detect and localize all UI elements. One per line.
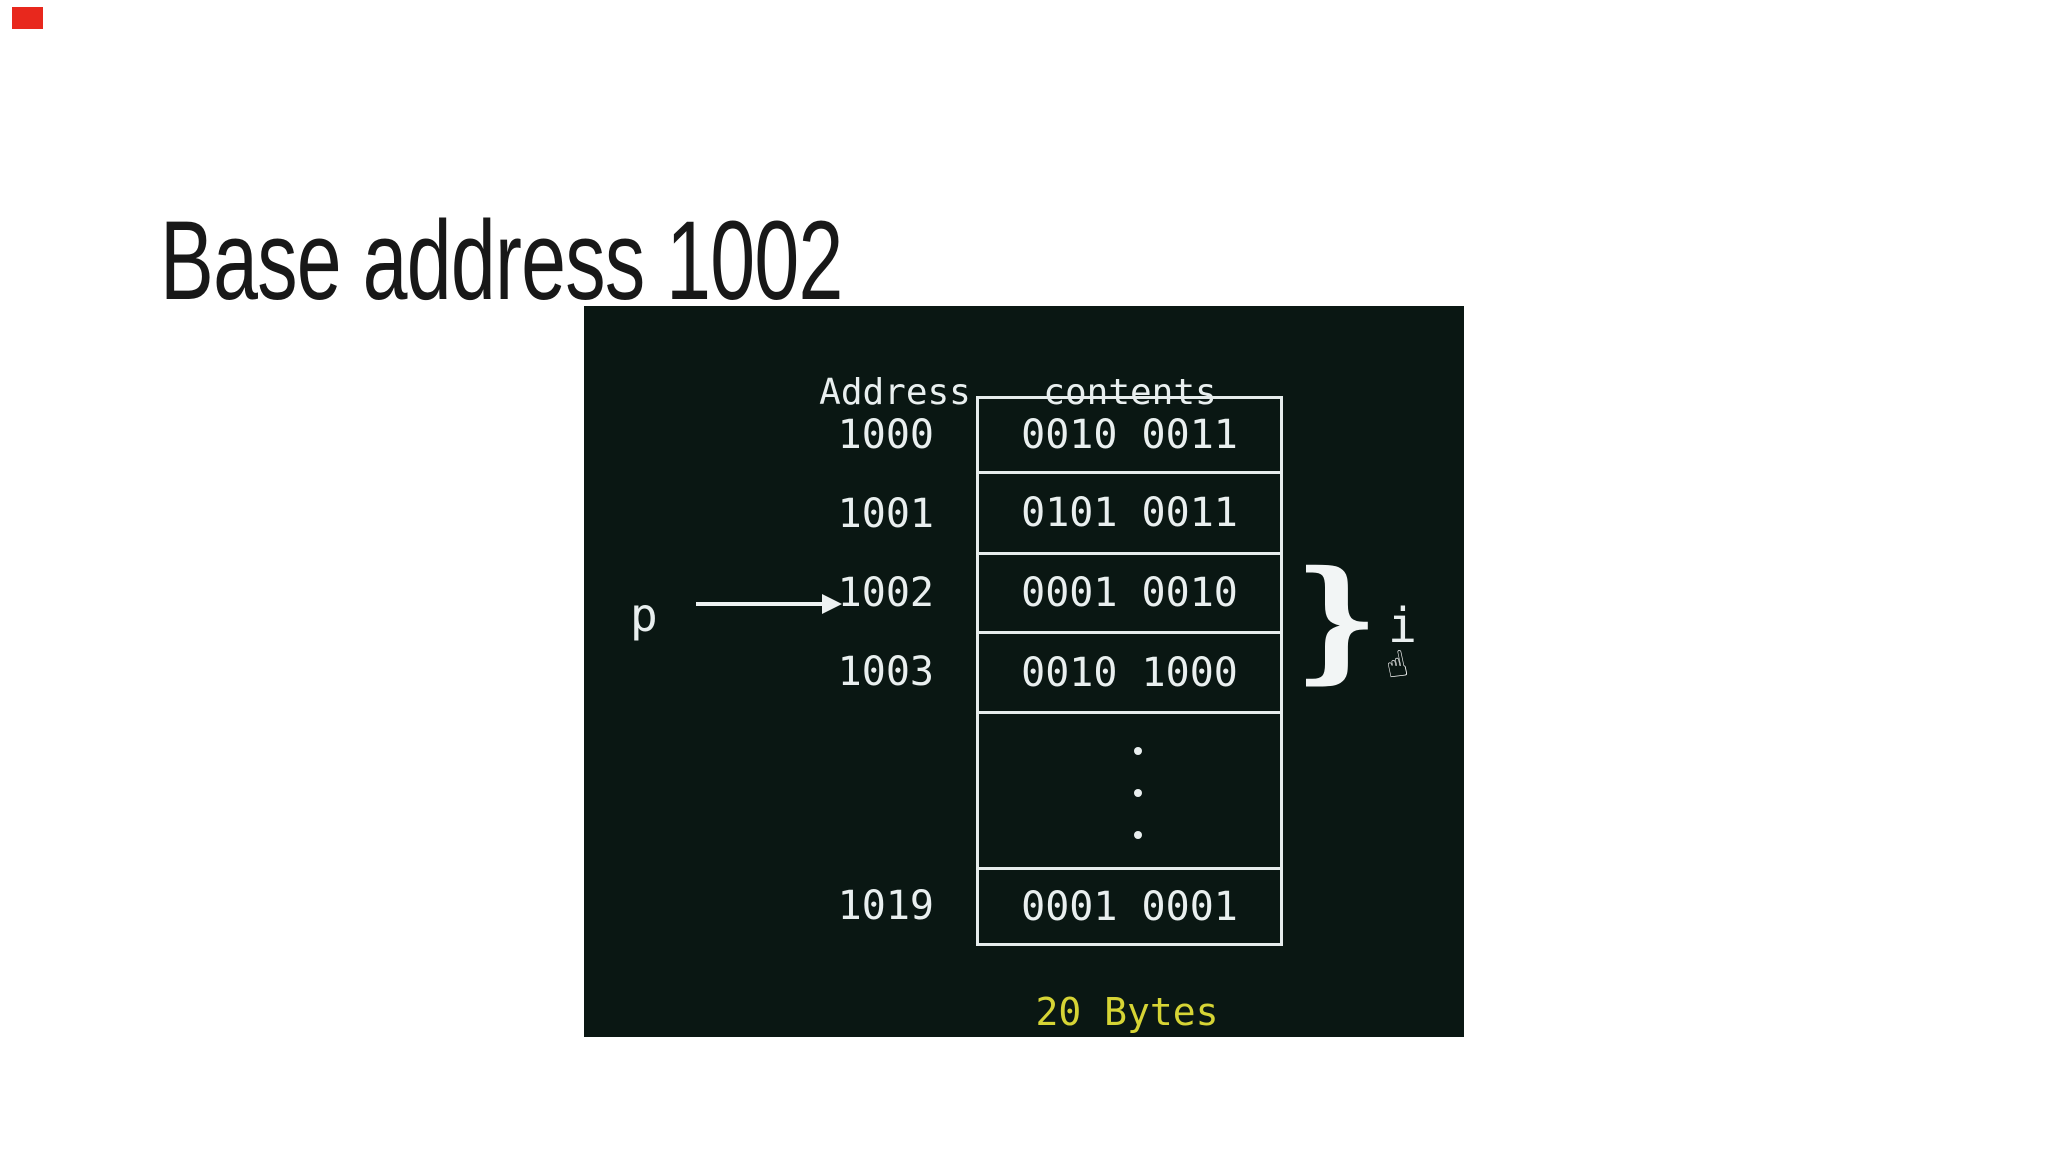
page-title: Base address 1002 [160,198,843,324]
address-label: 1000 [837,412,934,458]
pointer-variable-label: p [630,588,658,642]
memory-cell: 0001 0001 [1021,883,1238,930]
ellipsis-dots [1134,747,1142,839]
memory-cell: 0001 0010 [979,555,1280,634]
memory-cells-table: 0010 0011 0101 0011 0001 0010 0010 1000 … [976,396,1283,946]
address-label: 1019 [837,883,934,929]
memory-cell: 0101 0011 [979,474,1280,555]
column-header-address: Address [819,372,971,413]
address-label: 1001 [837,491,934,537]
memory-cell: 0010 1000 [979,634,1280,714]
red-corner-marker [12,7,43,29]
pointer-arrow-head [822,594,842,614]
address-label: 1003 [837,649,934,695]
ellipsis-dot [1134,831,1142,839]
pointer-arrow-line [696,602,822,606]
index-variable-label: i [1388,598,1417,654]
address-label: 1002 [837,570,934,616]
column-header-contents: contents [1043,372,1217,413]
memory-cell-ellipsis [979,714,1280,870]
memory-cell: 0010 0011 [979,399,1280,474]
ellipsis-dot [1134,747,1142,755]
grouping-brace: } [1294,542,1379,697]
byte-count-label: 20 Bytes [1035,990,1219,1034]
ellipsis-dot [1134,789,1142,797]
memory-diagram-panel: Address contents 0010 0011 0101 0011 000… [584,306,1464,1037]
